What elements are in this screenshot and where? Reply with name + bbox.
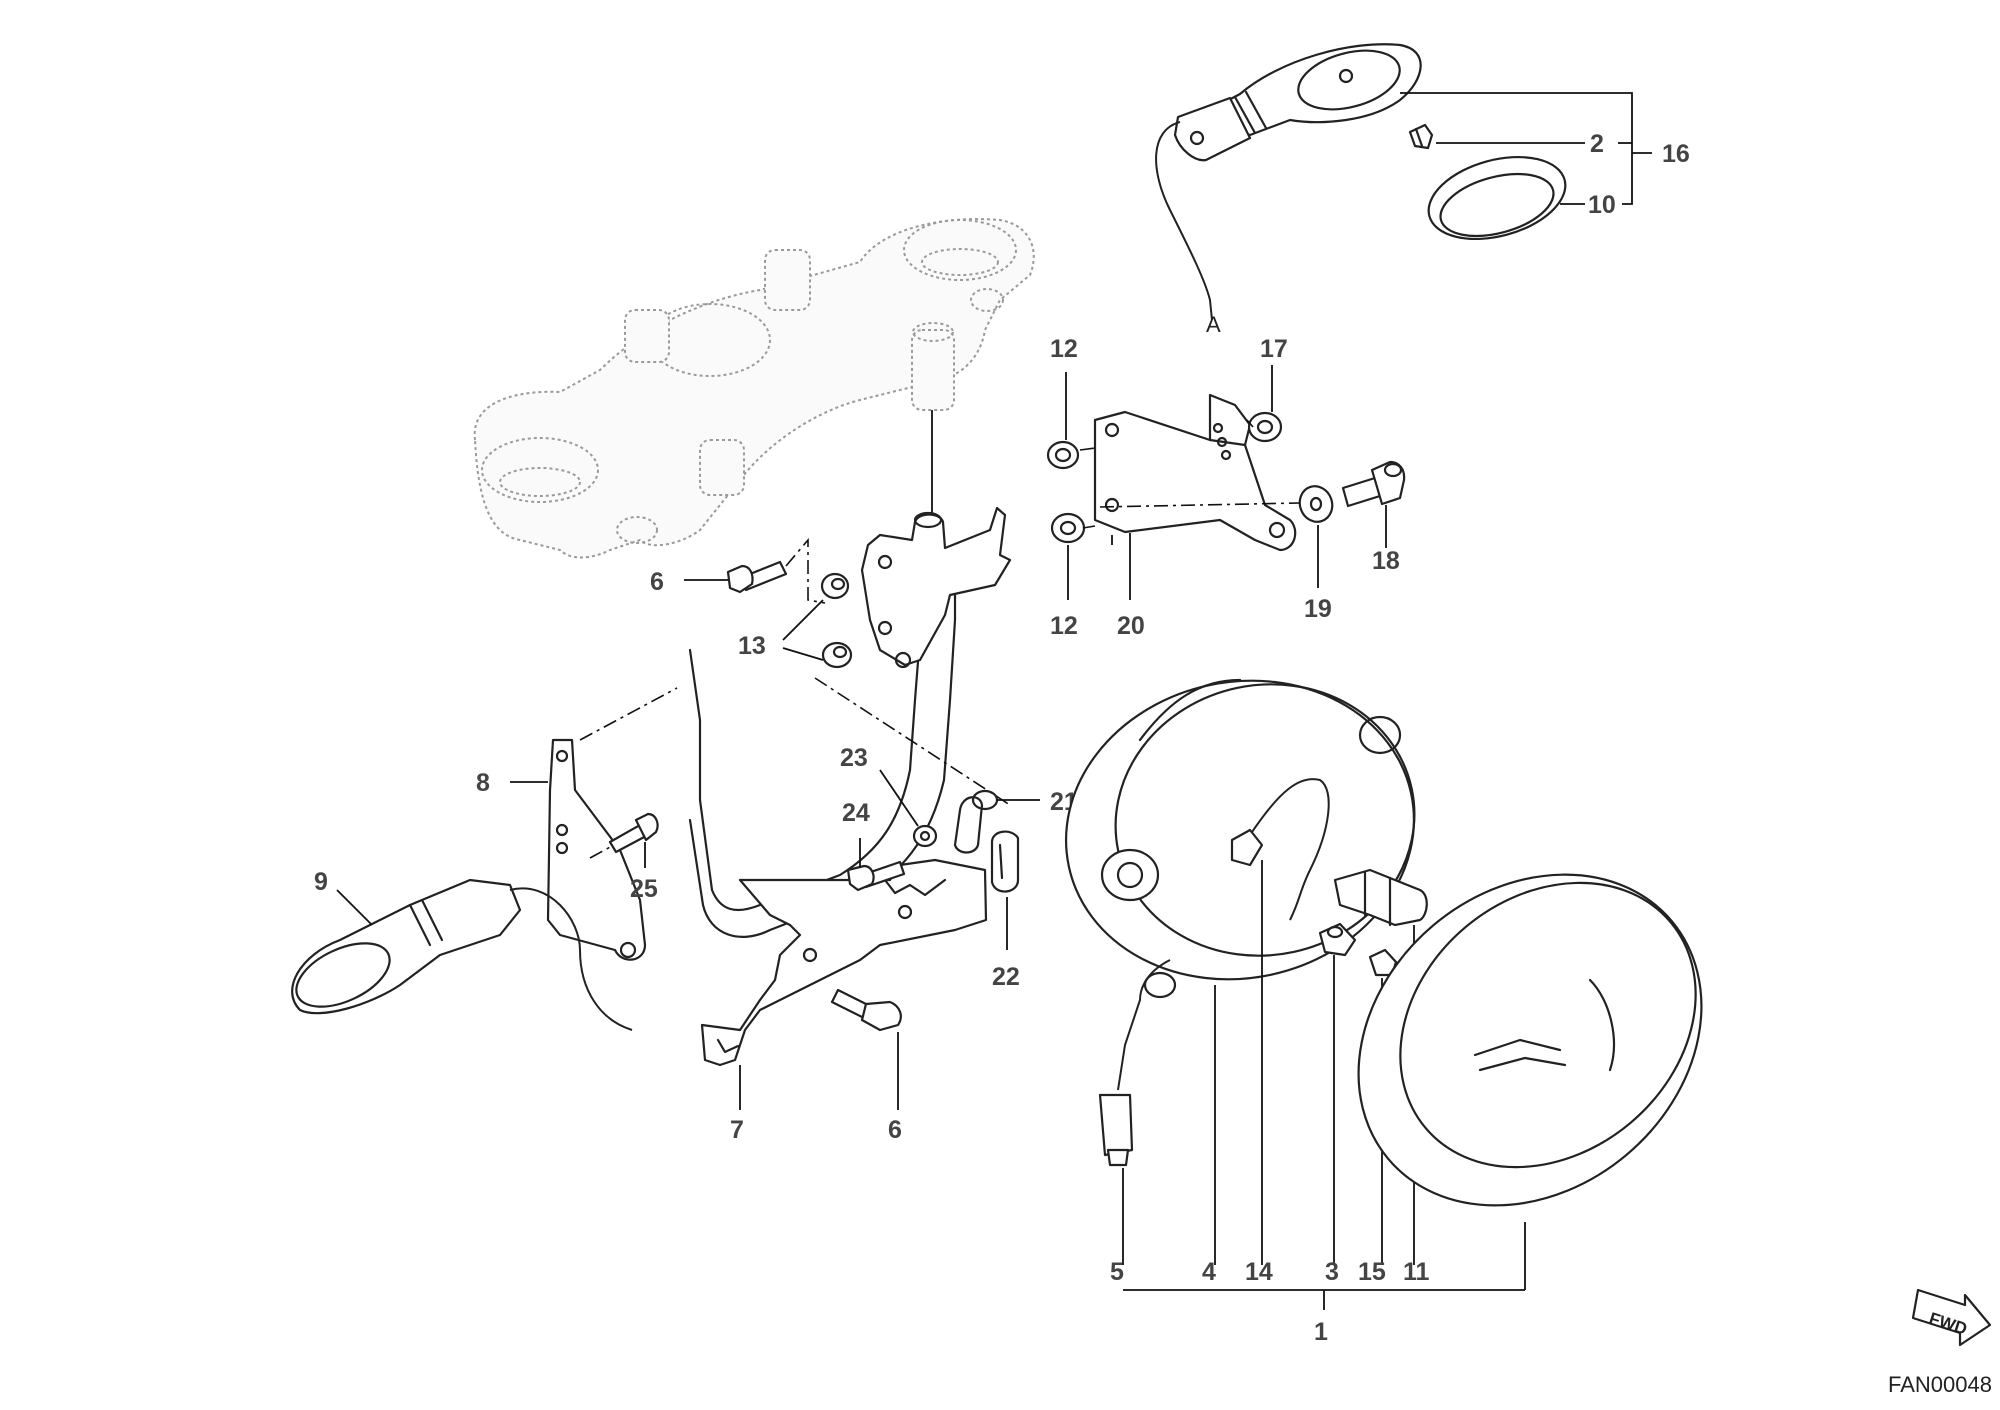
label-part-17: 17	[1260, 335, 1288, 363]
label-part-7: 7	[730, 1116, 744, 1144]
spacer-13-lower	[821, 641, 853, 669]
bolt-24	[846, 860, 906, 892]
label-part-12-bottom: 12	[1050, 612, 1078, 640]
label-part-19: 19	[1304, 595, 1332, 623]
washer-19	[1298, 485, 1334, 523]
spacer-13-upper	[820, 572, 850, 600]
drawing-code: FAN00048	[1888, 1372, 1992, 1397]
bulb-2	[1408, 123, 1434, 150]
washer-23	[912, 824, 938, 848]
grommet-22	[990, 830, 1020, 893]
grommet-12-lower	[1050, 512, 1086, 544]
label-part-25: 25	[630, 875, 658, 903]
label-part-14: 14	[1245, 1258, 1273, 1286]
connector-mark: A	[1206, 312, 1221, 337]
grommet-12-upper	[1046, 440, 1080, 470]
label-part-10: 10	[1588, 191, 1616, 219]
bolt-18	[1341, 460, 1406, 508]
label-part-6-lower: 6	[888, 1116, 902, 1144]
label-part-9: 9	[314, 868, 328, 896]
turn-signal-left	[291, 878, 633, 1031]
label-part-12-top: 12	[1050, 335, 1078, 363]
bracket-7	[700, 858, 988, 1067]
bulb-11	[1333, 868, 1428, 927]
bulb-socket-14	[1230, 778, 1330, 921]
lens-10	[1427, 155, 1567, 241]
turn-signal-right	[1155, 43, 1422, 321]
label-part-11: 11	[1403, 1258, 1430, 1286]
top-yoke-ghost	[473, 218, 1035, 559]
label-part-15: 15	[1358, 1258, 1386, 1286]
clip-21	[953, 789, 999, 854]
bolt-25	[608, 812, 659, 854]
position-bulb-3	[1318, 922, 1357, 957]
signal-bracket-8	[546, 738, 647, 961]
grommet-17	[1247, 411, 1283, 443]
label-part-8: 8	[476, 769, 490, 797]
bolt-6-lower	[830, 988, 902, 1032]
bolt-6-upper	[726, 560, 788, 594]
label-part-5: 5	[1110, 1258, 1124, 1286]
label-part-3: 3	[1325, 1258, 1339, 1286]
label-part-18: 18	[1372, 547, 1400, 575]
fwd-arrow-icon: FWD	[1911, 1288, 1992, 1347]
label-part-22: 22	[992, 963, 1020, 991]
label-part-23: 23	[840, 744, 868, 772]
label-part-16: 16	[1662, 140, 1690, 168]
label-part-4: 4	[1202, 1258, 1216, 1286]
headlight-housing-4	[1064, 678, 1416, 981]
label-part-1: 1	[1314, 1318, 1328, 1346]
headlight-wiring-5	[1098, 959, 1177, 1167]
bracket-20	[1093, 393, 1297, 552]
label-part-20: 20	[1117, 612, 1145, 640]
label-part-2: 2	[1590, 130, 1604, 158]
headlight-lens	[1357, 873, 1703, 1207]
label-part-6-upper: 6	[650, 568, 664, 596]
label-part-24: 24	[842, 799, 870, 827]
label-part-13: 13	[738, 632, 766, 660]
